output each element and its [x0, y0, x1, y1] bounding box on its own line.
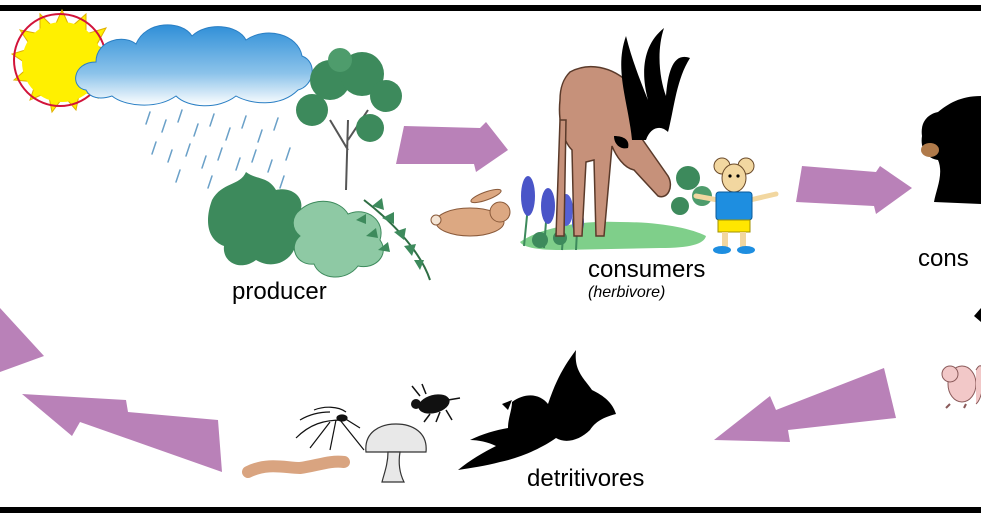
- label-consumers-cut: cons: [918, 245, 969, 272]
- deer-icon: [555, 28, 690, 237]
- arrow-detritivores-to-producer: [22, 394, 222, 472]
- arrow-return-fragment: [0, 308, 44, 372]
- bear-icon: [921, 96, 981, 204]
- arrow-consumer-to-detritivores: [714, 368, 896, 442]
- top-frame-border: [0, 5, 981, 11]
- chipmunk-icon: [941, 365, 981, 409]
- shrub-icon: [671, 166, 712, 215]
- grass-patch: [520, 221, 706, 250]
- rabbit-icon: [430, 188, 511, 237]
- label-herbivore: (herbivore): [588, 284, 666, 301]
- arrow-herbivore-to-carnivore: [796, 166, 912, 214]
- label-consumers: consumers: [588, 256, 706, 283]
- cloud-icon: [75, 24, 313, 107]
- worm-icon: [242, 455, 350, 478]
- mouse-icon: [693, 157, 779, 254]
- mosquito-icon: [295, 406, 365, 451]
- mushroom-icon: [365, 423, 427, 483]
- raven-icon: [458, 350, 616, 470]
- arrow-producer-to-herbivore: [396, 122, 508, 172]
- predator-edge-fragment: [974, 308, 981, 322]
- rain-icon: [145, 109, 291, 193]
- producer-plants-icon: [208, 48, 431, 281]
- label-producer: producer: [232, 278, 327, 305]
- label-detritivores: detritivores: [527, 465, 645, 492]
- beetle-icon: [411, 383, 461, 423]
- bottom-frame-border: [0, 507, 981, 513]
